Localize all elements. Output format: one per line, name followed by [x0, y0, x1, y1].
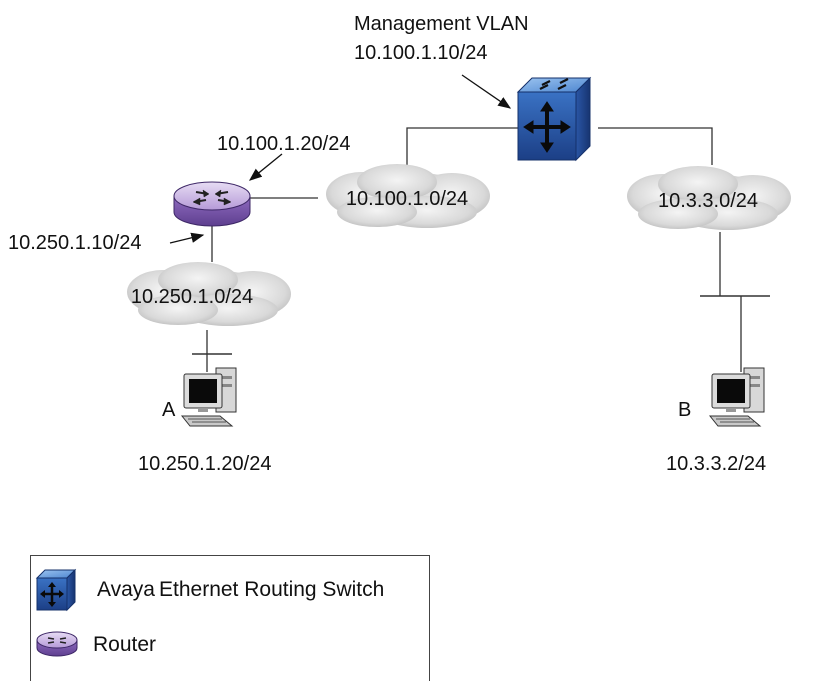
link-switch-cloud-mgmt [406, 127, 520, 165]
cloud-mgmt-label: 10.100.1.0/24 [346, 188, 468, 210]
links [192, 127, 770, 372]
router-mgmt-arrow [248, 153, 283, 181]
legend-row-switch: Avaya Ethernet Routing Switch [35, 568, 384, 612]
mgmt-arrow [461, 74, 512, 109]
annotation-arrows [169, 74, 512, 244]
mgmt-ip-label: 10.100.1.10/24 [354, 42, 487, 64]
host-b-ip-label: 10.3.3.2/24 [666, 453, 766, 475]
legend-router-icon [36, 631, 78, 657]
host-a-name: A [162, 399, 176, 421]
mgmt-vlan-label: Management VLAN [354, 13, 529, 35]
legend-row-router: Router [35, 630, 156, 660]
legend: Avaya Ethernet Routing Switch Router [30, 555, 430, 681]
legend-switch-label: Ethernet Routing Switch [159, 578, 385, 601]
host-a-computer-icon [181, 367, 237, 427]
legend-router-label: Router [93, 633, 157, 656]
legend-switch-brand: Avaya [97, 578, 155, 601]
link-switch-cloud-b [598, 127, 713, 165]
cloud-a-label: 10.250.1.0/24 [131, 286, 253, 308]
host-b-name: B [678, 399, 691, 421]
host-a-ip-label: 10.250.1.20/24 [138, 453, 271, 475]
legend-switch-icon [35, 568, 77, 612]
ethernet-routing-switch-icon [516, 76, 592, 162]
router-mgmt-ip-label: 10.100.1.20/24 [217, 133, 350, 155]
router-lan-arrow [169, 232, 205, 244]
cloud-b-label: 10.3.3.0/24 [658, 190, 758, 212]
router-lan-ip-label: 10.250.1.10/24 [8, 232, 141, 254]
router-icon [173, 181, 251, 227]
host-b-computer-icon [709, 367, 765, 427]
